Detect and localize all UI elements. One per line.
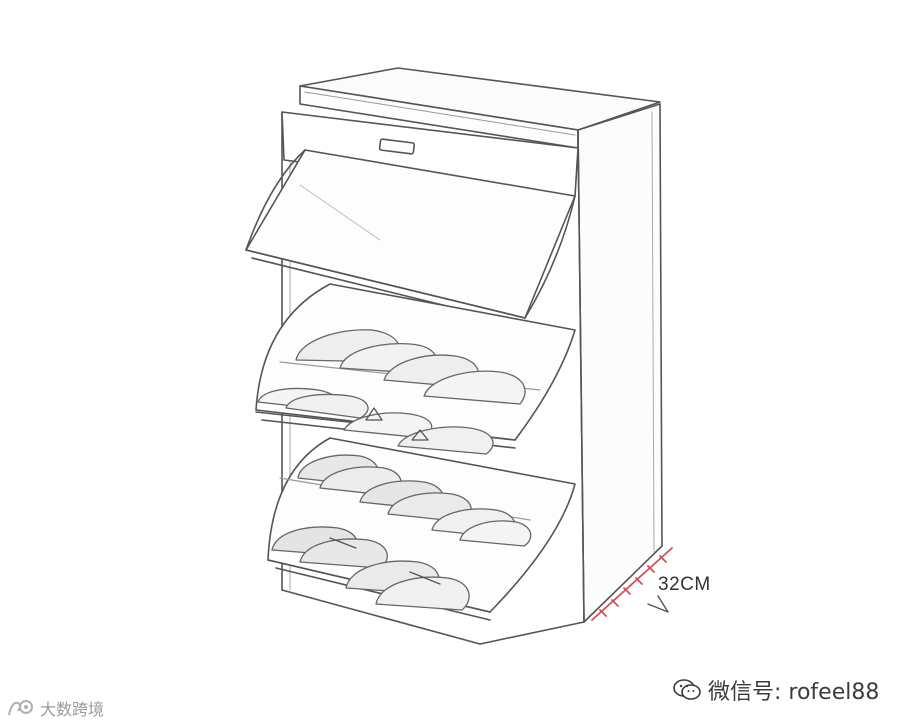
flip-compartment-1 — [245, 149, 576, 327]
wechat-id-text: 微信号: rofeel88 — [708, 680, 880, 705]
wechat-watermark: 微信号: rofeel88 — [672, 674, 879, 706]
depth-dimension-label: 32CM — [658, 574, 711, 595]
cabinet-side-panel — [577, 103, 663, 623]
wechat-icon — [672, 678, 702, 702]
drawer-handle — [378, 138, 416, 155]
flip-compartment-2 — [255, 283, 576, 455]
cabinet-top — [299, 67, 661, 149]
sneaker-row-lower — [271, 526, 470, 611]
flip-compartment-3 — [267, 437, 576, 621]
depth-dimension-marker — [591, 547, 673, 621]
cabinet-base — [281, 589, 585, 645]
shoe-row-lower — [257, 387, 494, 455]
brand-watermark: 大数跨境 — [6, 696, 104, 720]
dimension-arrow — [647, 595, 669, 613]
shoe-row-upper — [295, 329, 526, 405]
sneaker-row-upper — [297, 454, 532, 547]
brand-logo-icon — [6, 697, 36, 719]
brand-watermark-text: 大数跨境 — [40, 700, 105, 719]
